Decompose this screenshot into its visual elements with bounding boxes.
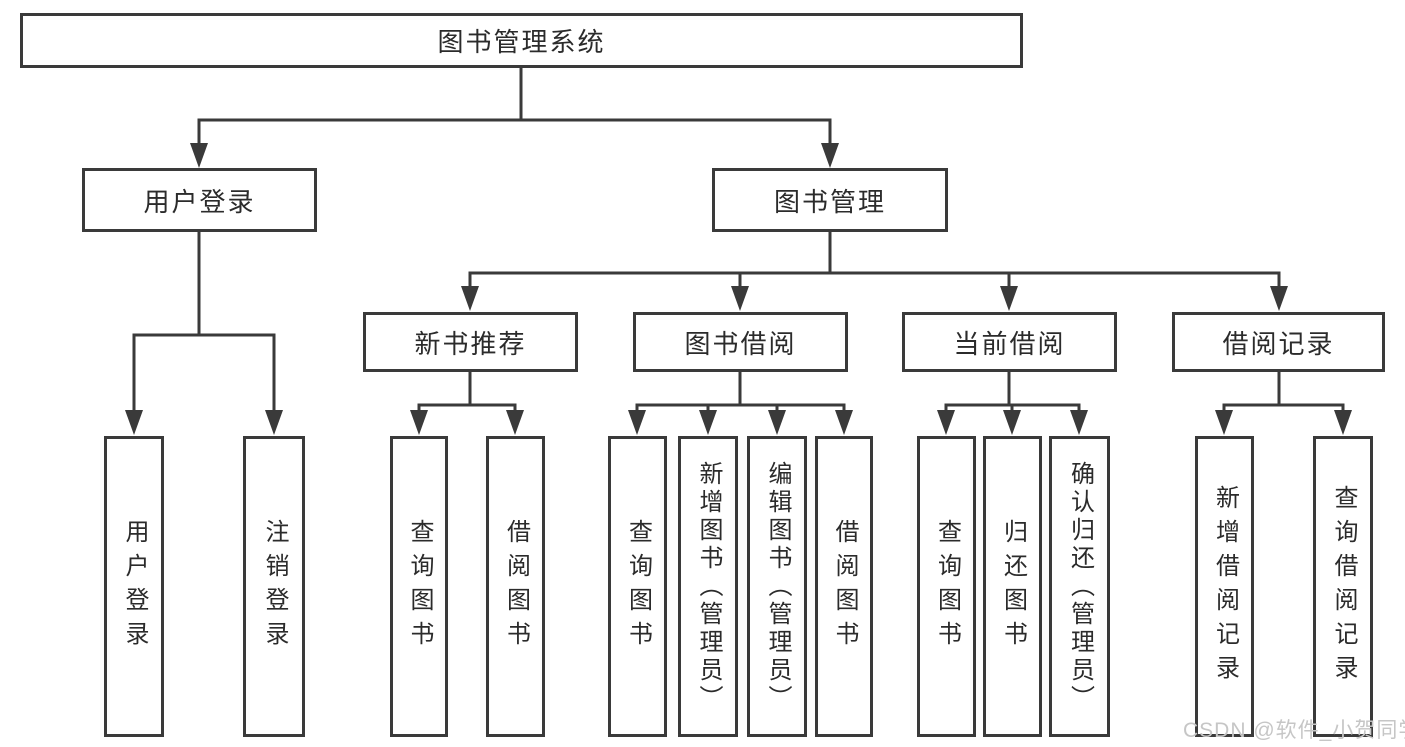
leaf-newbook-query-books: 查询图书 — [390, 436, 448, 737]
leaf-add-books-admin: 新增图书（管理员） — [678, 436, 738, 737]
leaf-label: 查询图书 — [406, 518, 433, 655]
leaf-label: 借阅图书 — [831, 518, 858, 655]
leaf-label: 查询借阅记录 — [1330, 484, 1357, 689]
node-new-book-recommend: 新书推荐 — [363, 312, 578, 372]
leaf-label: 新增借阅记录 — [1211, 484, 1239, 689]
connector-root-to-branches — [190, 68, 839, 168]
leaf-label: 新增图书（管理员） — [695, 460, 722, 713]
leaf-user-login: 用户登录 — [104, 436, 164, 737]
leaf-newbook-borrow-books: 借阅图书 — [486, 436, 545, 737]
csdn-watermark: CSDN @软件_小贺同学 — [1183, 719, 1405, 742]
leaf-label: 确认归还（管理员） — [1066, 460, 1094, 713]
leaf-logout: 注销登录 — [243, 436, 305, 737]
connector-login-to-leaves — [125, 231, 283, 435]
node-borrow-records: 借阅记录 — [1172, 312, 1385, 372]
node-user-login-branch: 用户登录 — [82, 168, 317, 232]
connector-current-to-leaves — [937, 371, 1088, 435]
leaf-return-books: 归还图书 — [983, 436, 1042, 737]
leaf-borrow-books: 借阅图书 — [815, 436, 873, 737]
leaf-borrow-query-books: 查询图书 — [608, 436, 667, 737]
leaf-add-borrow-record: 新增借阅记录 — [1195, 436, 1254, 737]
leaf-label: 借阅图书 — [502, 518, 530, 655]
node-book-management-branch: 图书管理 — [712, 168, 948, 232]
leaf-label: 查询图书 — [624, 518, 652, 655]
leaf-edit-books-admin: 编辑图书（管理员） — [747, 436, 807, 737]
node-current-borrow: 当前借阅 — [902, 312, 1117, 372]
leaf-query-borrow-record: 查询借阅记录 — [1313, 436, 1373, 737]
leaf-label: 编辑图书（管理员） — [764, 460, 791, 713]
leaf-label: 查询图书 — [933, 518, 961, 655]
node-book-borrow: 图书借阅 — [633, 312, 848, 372]
connector-newbook-to-leaves — [410, 371, 524, 435]
leaf-label: 归还图书 — [999, 518, 1027, 655]
node-root-system: 图书管理系统 — [20, 13, 1023, 68]
connector-records-to-leaves — [1215, 371, 1352, 435]
leaf-confirm-return-admin: 确认归还（管理员） — [1049, 436, 1110, 737]
leaf-label: 用户登录 — [121, 518, 148, 655]
leaf-label: 注销登录 — [261, 518, 288, 655]
leaf-current-query-books: 查询图书 — [917, 436, 976, 737]
connector-mgmt-to-sections — [461, 231, 1288, 311]
connector-bookborrow-to-leaves — [628, 371, 853, 435]
